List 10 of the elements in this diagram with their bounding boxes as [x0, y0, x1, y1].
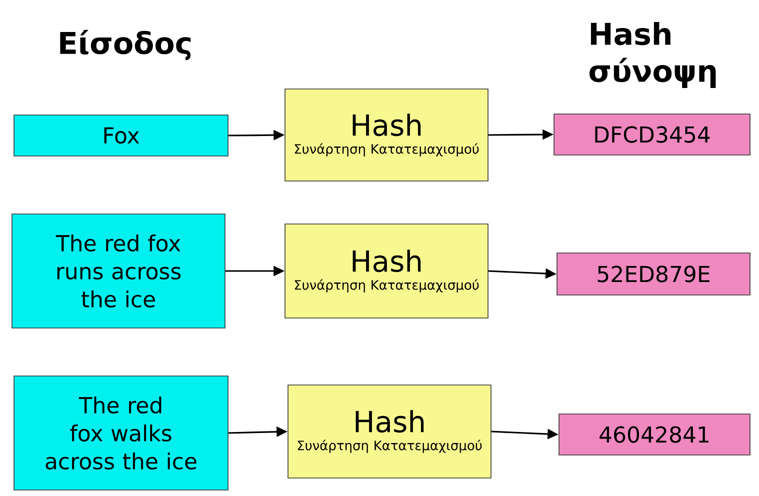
- digest-box: DFCD3454: [554, 114, 750, 156]
- hash-function-box: Hash Συνάρτηση Κατατεμαχισμού: [288, 384, 492, 478]
- hash-function-box: Hash Συνάρτηση Κατατεμαχισμού: [284, 224, 488, 318]
- hash-function-box: Hash Συνάρτηση Κατατεμαχισμού: [284, 88, 488, 182]
- column-heading: Είσοδος: [60, 30, 191, 60]
- digest-box: 52ED879E: [556, 252, 750, 296]
- input-box: The red fox runs across the ice: [12, 214, 226, 328]
- digest-box: 46042841: [558, 414, 750, 456]
- input-box: Fox: [14, 114, 228, 156]
- input-box: The red fox walks across the ice: [14, 376, 228, 490]
